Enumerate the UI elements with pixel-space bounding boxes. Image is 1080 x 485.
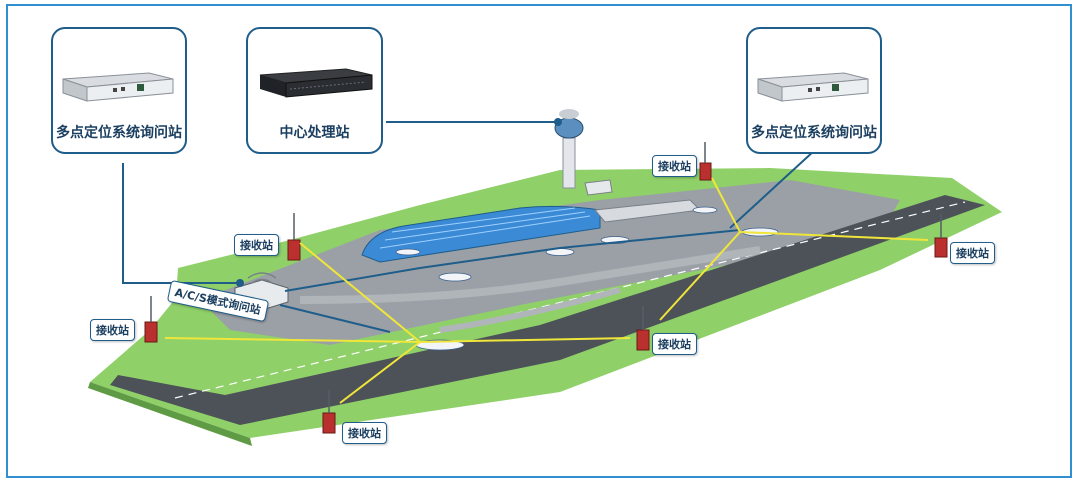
- rack-unit-icon: [62, 72, 174, 102]
- mlat-interrogator-label-left: 多点定位系统询问站: [56, 125, 182, 141]
- wifi-signal-icon: [247, 272, 277, 284]
- receiver-tag: 接收站: [234, 234, 279, 256]
- server-icon: [259, 68, 373, 98]
- rack-unit-icon: [757, 72, 869, 102]
- control-tower-roof: [559, 109, 579, 119]
- runway-centerline: [174, 201, 966, 399]
- receiver-tag: 接收站: [90, 319, 135, 341]
- airfield-grass-edge: [88, 382, 252, 446]
- terminal-annex: [584, 179, 613, 196]
- receiver-tag: 接收站: [342, 422, 387, 444]
- terminal-roof-lines: [379, 207, 591, 249]
- receiver-antennas: [150, 142, 942, 413]
- mlat-interrogator-card-left: 多点定位系统询问站: [51, 27, 187, 154]
- receiver-tag: 接收站: [652, 333, 697, 355]
- diagram-frame: [6, 4, 1072, 478]
- signal-lines: [164, 177, 929, 404]
- runway: [110, 195, 985, 425]
- central-processing-label: 中心处理站: [279, 125, 350, 141]
- taxiway: [299, 246, 761, 304]
- control-tower-shaft: [562, 137, 576, 189]
- mlat-interrogator-label-right: 多点定位系统询问站: [751, 125, 877, 141]
- connector-node: [554, 118, 562, 126]
- receiver-markers: [144, 162, 948, 434]
- network-connectors: [122, 121, 816, 333]
- connector-node: [236, 279, 244, 287]
- receiver-tag: 接收站: [950, 242, 995, 264]
- taxiway: [439, 287, 621, 333]
- mlat-interrogator-card-right: 多点定位系统询问站: [746, 27, 882, 154]
- receiver-tag: 接收站: [652, 155, 697, 177]
- central-processing-card: 中心处理站: [246, 27, 383, 154]
